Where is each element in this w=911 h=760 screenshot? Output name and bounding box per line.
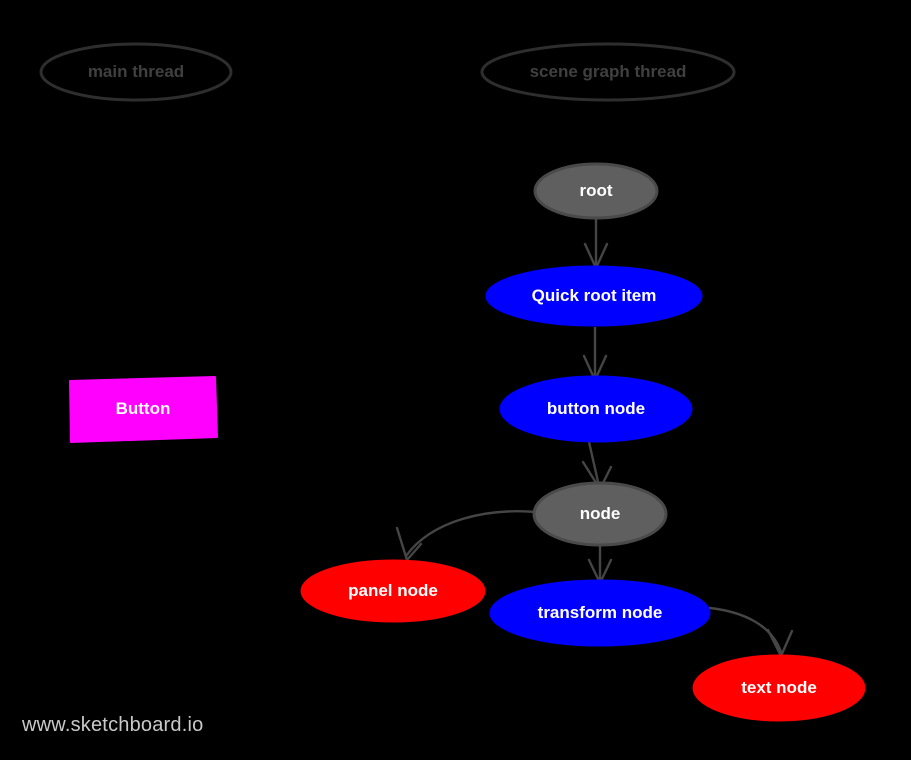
node-shape-root[interactable] — [533, 162, 659, 220]
node-shape-button-node[interactable] — [499, 375, 693, 443]
node-shape-panel-node[interactable] — [300, 559, 486, 623]
node-shape-transform-node[interactable] — [489, 579, 711, 647]
node-shape-node[interactable] — [532, 481, 668, 547]
edge-quick-root-item-to-button-node — [582, 327, 608, 382]
swimlane-main-thread-outline[interactable] — [39, 42, 233, 102]
node-shape-button[interactable] — [69, 376, 218, 443]
node-shape-quick-root-item[interactable] — [485, 265, 703, 327]
swimlane-scene-graph-thread-outline[interactable] — [480, 42, 736, 102]
edge-node-to-panel-node — [395, 510, 538, 562]
edge-node-to-transform-node — [587, 546, 613, 585]
sketchboard-watermark: www.sketchboard.io — [22, 714, 204, 736]
node-shape-text-node[interactable] — [692, 654, 866, 722]
edge-root-to-quick-root-item — [583, 217, 609, 270]
edge-transform-node-to-text-node — [708, 606, 794, 658]
